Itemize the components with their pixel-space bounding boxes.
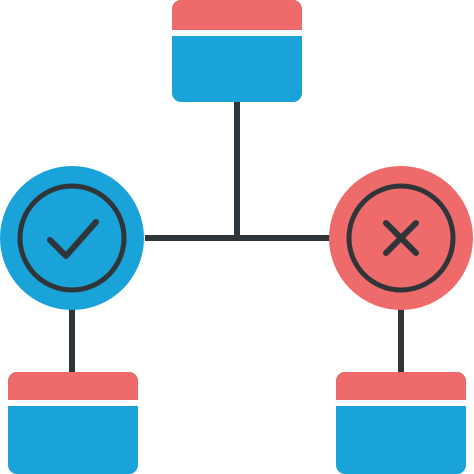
- checkmark-icon: [47, 219, 99, 259]
- close-x-icon: [383, 220, 419, 256]
- top-card: [172, 0, 302, 102]
- reject-node: [329, 166, 473, 310]
- top-card-header: [172, 0, 302, 30]
- top-card-divider: [172, 30, 302, 36]
- bottom-left-card-divider: [8, 400, 138, 406]
- bottom-right-card-header: [336, 372, 466, 400]
- bottom-right-card: [336, 372, 466, 474]
- connectors: [69, 100, 404, 375]
- bottom-left-card-header: [8, 372, 138, 400]
- approve-inner-ring: [17, 183, 127, 293]
- bottom-right-card-divider: [336, 400, 466, 406]
- bottom-left-card: [8, 372, 138, 474]
- reject-inner-ring: [346, 183, 456, 293]
- approve-node: [0, 166, 144, 310]
